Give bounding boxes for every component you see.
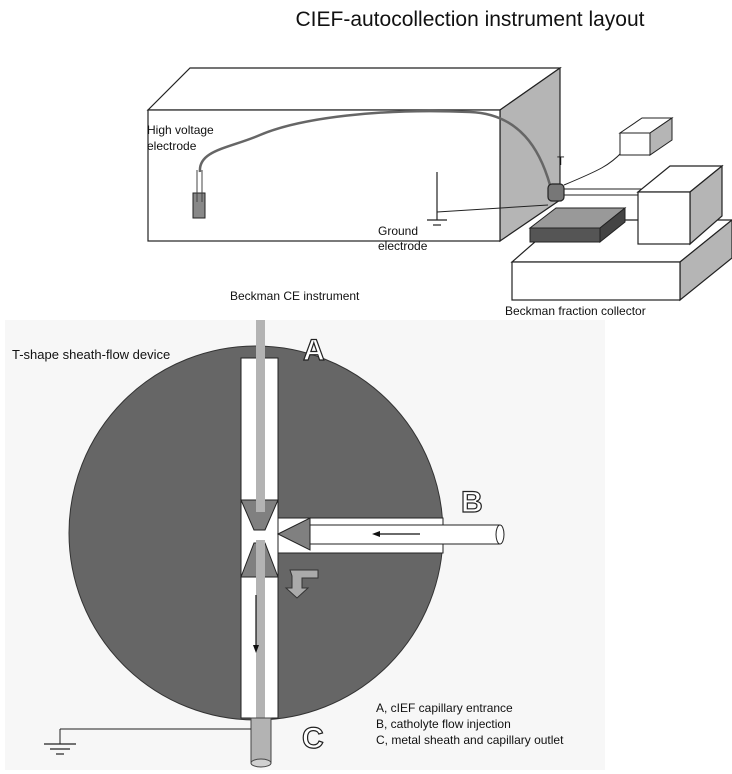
metal-sheath-outlet bbox=[250, 717, 272, 768]
high-voltage-electrode bbox=[192, 170, 206, 219]
t-connector bbox=[547, 183, 565, 202]
ground-electrode-symbol bbox=[427, 172, 549, 226]
collector-tray bbox=[529, 227, 601, 243]
ce-instrument-top-face bbox=[146, 67, 562, 111]
small-box bbox=[618, 117, 674, 156]
letter-b: B bbox=[461, 486, 483, 519]
legend-item-b: B, catholyte flow injection bbox=[376, 717, 511, 731]
legend-item-c: C, metal sheath and capillary outlet bbox=[376, 733, 564, 747]
capillary-top bbox=[256, 320, 265, 512]
ce-instrument-front-face bbox=[147, 109, 501, 242]
letter-c: C bbox=[302, 722, 324, 755]
ground-symbol-bottom bbox=[44, 728, 251, 755]
capillary-bottom bbox=[256, 540, 265, 718]
ground-label-line2: electrode bbox=[378, 239, 428, 253]
collector-base-front bbox=[511, 261, 681, 301]
diagram-title: CIEF-autocollection instrument layout bbox=[296, 8, 645, 31]
legend-item-a: A, cIEF capillary entrance bbox=[376, 701, 513, 715]
hv-electrode-vial bbox=[192, 192, 206, 219]
outflow-arrow bbox=[284, 569, 319, 599]
ground-label-line1: Ground bbox=[378, 224, 418, 238]
hv-label-line2: electrode bbox=[147, 139, 197, 153]
collector-arm-block bbox=[637, 191, 691, 245]
device-label: T-shape sheath-flow device bbox=[12, 347, 170, 362]
legend: A, cIEF capillary entrance B, catholyte … bbox=[376, 701, 564, 747]
side-funnel bbox=[276, 517, 311, 551]
t-label: T bbox=[557, 154, 565, 168]
fraction-collector-label: Beckman fraction collector bbox=[505, 304, 646, 318]
upper-funnel bbox=[240, 499, 279, 531]
letter-a: A bbox=[303, 334, 325, 367]
capillary-line bbox=[198, 109, 552, 186]
ce-instrument bbox=[146, 66, 562, 243]
ce-instrument-label: Beckman CE instrument bbox=[230, 289, 360, 303]
hv-label-line1: High voltage bbox=[147, 123, 214, 137]
fraction-collector bbox=[510, 164, 732, 302]
